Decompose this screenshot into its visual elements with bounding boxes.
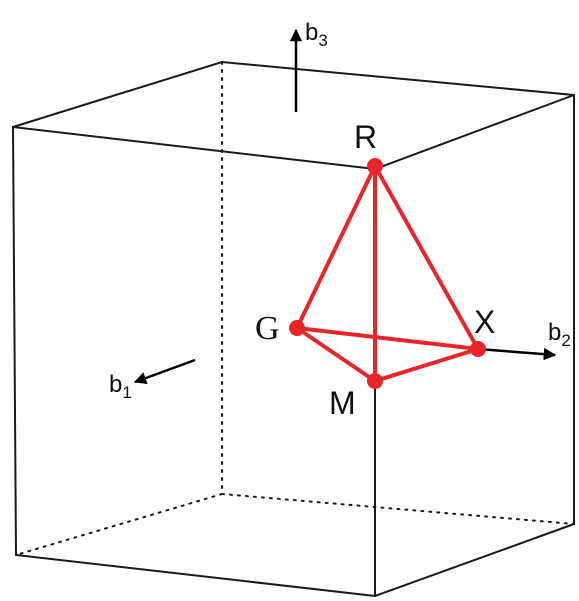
- axis-b3-label: b3: [305, 19, 328, 50]
- cube-bottom-right-edge: [374, 523, 575, 597]
- cube-left-edge: [12, 126, 17, 556]
- point-labels: R G X M: [255, 119, 495, 421]
- point-M-marker: [367, 373, 383, 389]
- cube-top-face: [12, 60, 575, 171]
- point-X-marker: [470, 341, 486, 357]
- point-G-marker: [289, 320, 305, 336]
- cube-hidden-edges: [15, 61, 575, 556]
- point-R-marker: [367, 158, 383, 174]
- hidden-edge-bottom-left: [15, 493, 223, 556]
- segment-G-M: [295, 326, 377, 383]
- hidden-edge-bottom-right: [221, 493, 575, 525]
- segment-R-G: [295, 164, 377, 330]
- cube-bottom-left-edge: [15, 554, 376, 597]
- axis-b2-label: b2: [548, 319, 571, 350]
- segment-R-X: [373, 164, 480, 351]
- axis-b1-arrow: [133, 358, 196, 384]
- high-symmetry-path: [289, 158, 486, 389]
- axis-b2-arrow: [477, 347, 557, 361]
- label-X: X: [474, 304, 495, 340]
- reciprocal-axes: b3 b2 b1: [109, 19, 571, 402]
- label-R: R: [354, 119, 377, 155]
- segment-G-X: [295, 326, 480, 351]
- label-M: M: [329, 385, 356, 421]
- label-G: G: [255, 310, 280, 347]
- segment-M-X: [373, 347, 480, 383]
- axis-b1-label: b1: [109, 371, 132, 402]
